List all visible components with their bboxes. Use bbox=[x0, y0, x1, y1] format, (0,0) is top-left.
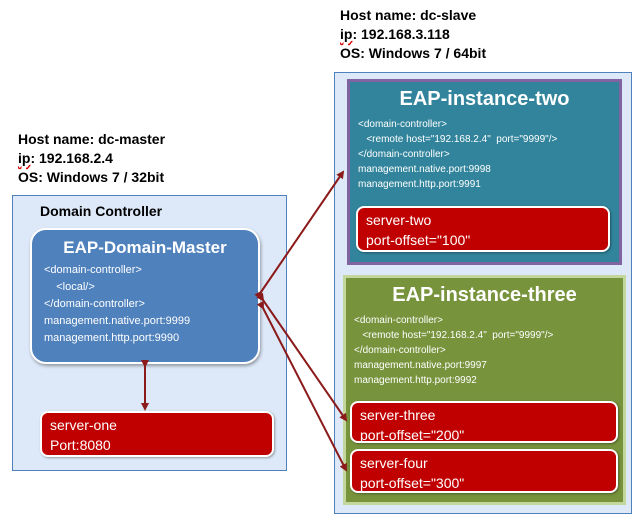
slave-host-os: OS: Windows 7 / 64bit bbox=[340, 45, 487, 61]
server-three-name: server-three bbox=[360, 407, 436, 423]
config-line: <remote host="192.168.2.4" port="9999"/> bbox=[354, 330, 554, 341]
server-three-port-offset: port-offset="200" bbox=[360, 427, 465, 443]
config-line: management.http.port:9992 bbox=[354, 375, 477, 386]
eap-instance-two-title: EAP-instance-two bbox=[399, 88, 570, 110]
config-line: </domain-controller> bbox=[44, 298, 145, 310]
eap-domain-master-config: <domain-controller> <local/> </domain-con… bbox=[32, 262, 258, 347]
server-two-box: server-two port-offset="100" bbox=[356, 206, 610, 252]
config-line: management.http.port:9991 bbox=[358, 179, 481, 190]
slave-host-name: Host name: dc-slave bbox=[340, 7, 477, 23]
server-two-port-offset: port-offset="100" bbox=[366, 232, 471, 248]
config-line: <domain-controller> bbox=[44, 264, 142, 276]
server-one-box: server-one Port:8080 bbox=[40, 411, 274, 457]
master-host-name: Host name: dc-master bbox=[18, 131, 166, 147]
master-host-ip: ip: 192.168.2.4 bbox=[18, 150, 113, 166]
arrow-master-instance-two bbox=[254, 170, 345, 300]
config-line: management.native.port:9997 bbox=[354, 360, 487, 371]
config-line: management.native.port:9999 bbox=[44, 315, 191, 327]
server-four-box: server-four port-offset="300" bbox=[350, 449, 618, 493]
config-line: <remote host="192.168.2.4" port="9999"/> bbox=[358, 134, 558, 145]
slave-host-ip: ip: 192.168.3.118 bbox=[340, 26, 450, 42]
slave-host-info: Host name: dc-slave ip: 192.168.3.118 OS… bbox=[340, 6, 486, 63]
master-host-info: Host name: dc-master ip: 192.168.2.4 OS:… bbox=[18, 130, 165, 187]
server-two-name: server-two bbox=[366, 212, 432, 228]
eap-instance-three-title: EAP-instance-three bbox=[392, 284, 577, 306]
server-four-name: server-four bbox=[360, 455, 428, 471]
config-line: <domain-controller> bbox=[358, 119, 447, 130]
eap-instance-two-config: <domain-controller> <remote host="192.16… bbox=[350, 117, 619, 192]
eap-instance-three-config: <domain-controller> <remote host="192.16… bbox=[346, 313, 623, 388]
domain-controller-label: Domain Controller bbox=[40, 203, 163, 219]
server-three-box: server-three port-offset="200" bbox=[350, 401, 618, 443]
server-one-name: server-one bbox=[50, 417, 117, 433]
server-four-port-offset: port-offset="300" bbox=[360, 475, 465, 491]
eap-domain-master-title: EAP-Domain-Master bbox=[63, 238, 227, 257]
arrow-master-server-four bbox=[256, 300, 347, 472]
config-line: </domain-controller> bbox=[354, 345, 446, 356]
config-line: <domain-controller> bbox=[354, 315, 443, 326]
server-one-port: Port:8080 bbox=[50, 437, 111, 453]
config-line: <local/> bbox=[44, 281, 95, 293]
arrow-master-server-three bbox=[256, 292, 348, 422]
config-line: </domain-controller> bbox=[358, 149, 450, 160]
master-host-os: OS: Windows 7 / 32bit bbox=[18, 169, 165, 185]
config-line: management.native.port:9998 bbox=[358, 164, 491, 175]
config-line: management.http.port:9990 bbox=[44, 332, 180, 344]
